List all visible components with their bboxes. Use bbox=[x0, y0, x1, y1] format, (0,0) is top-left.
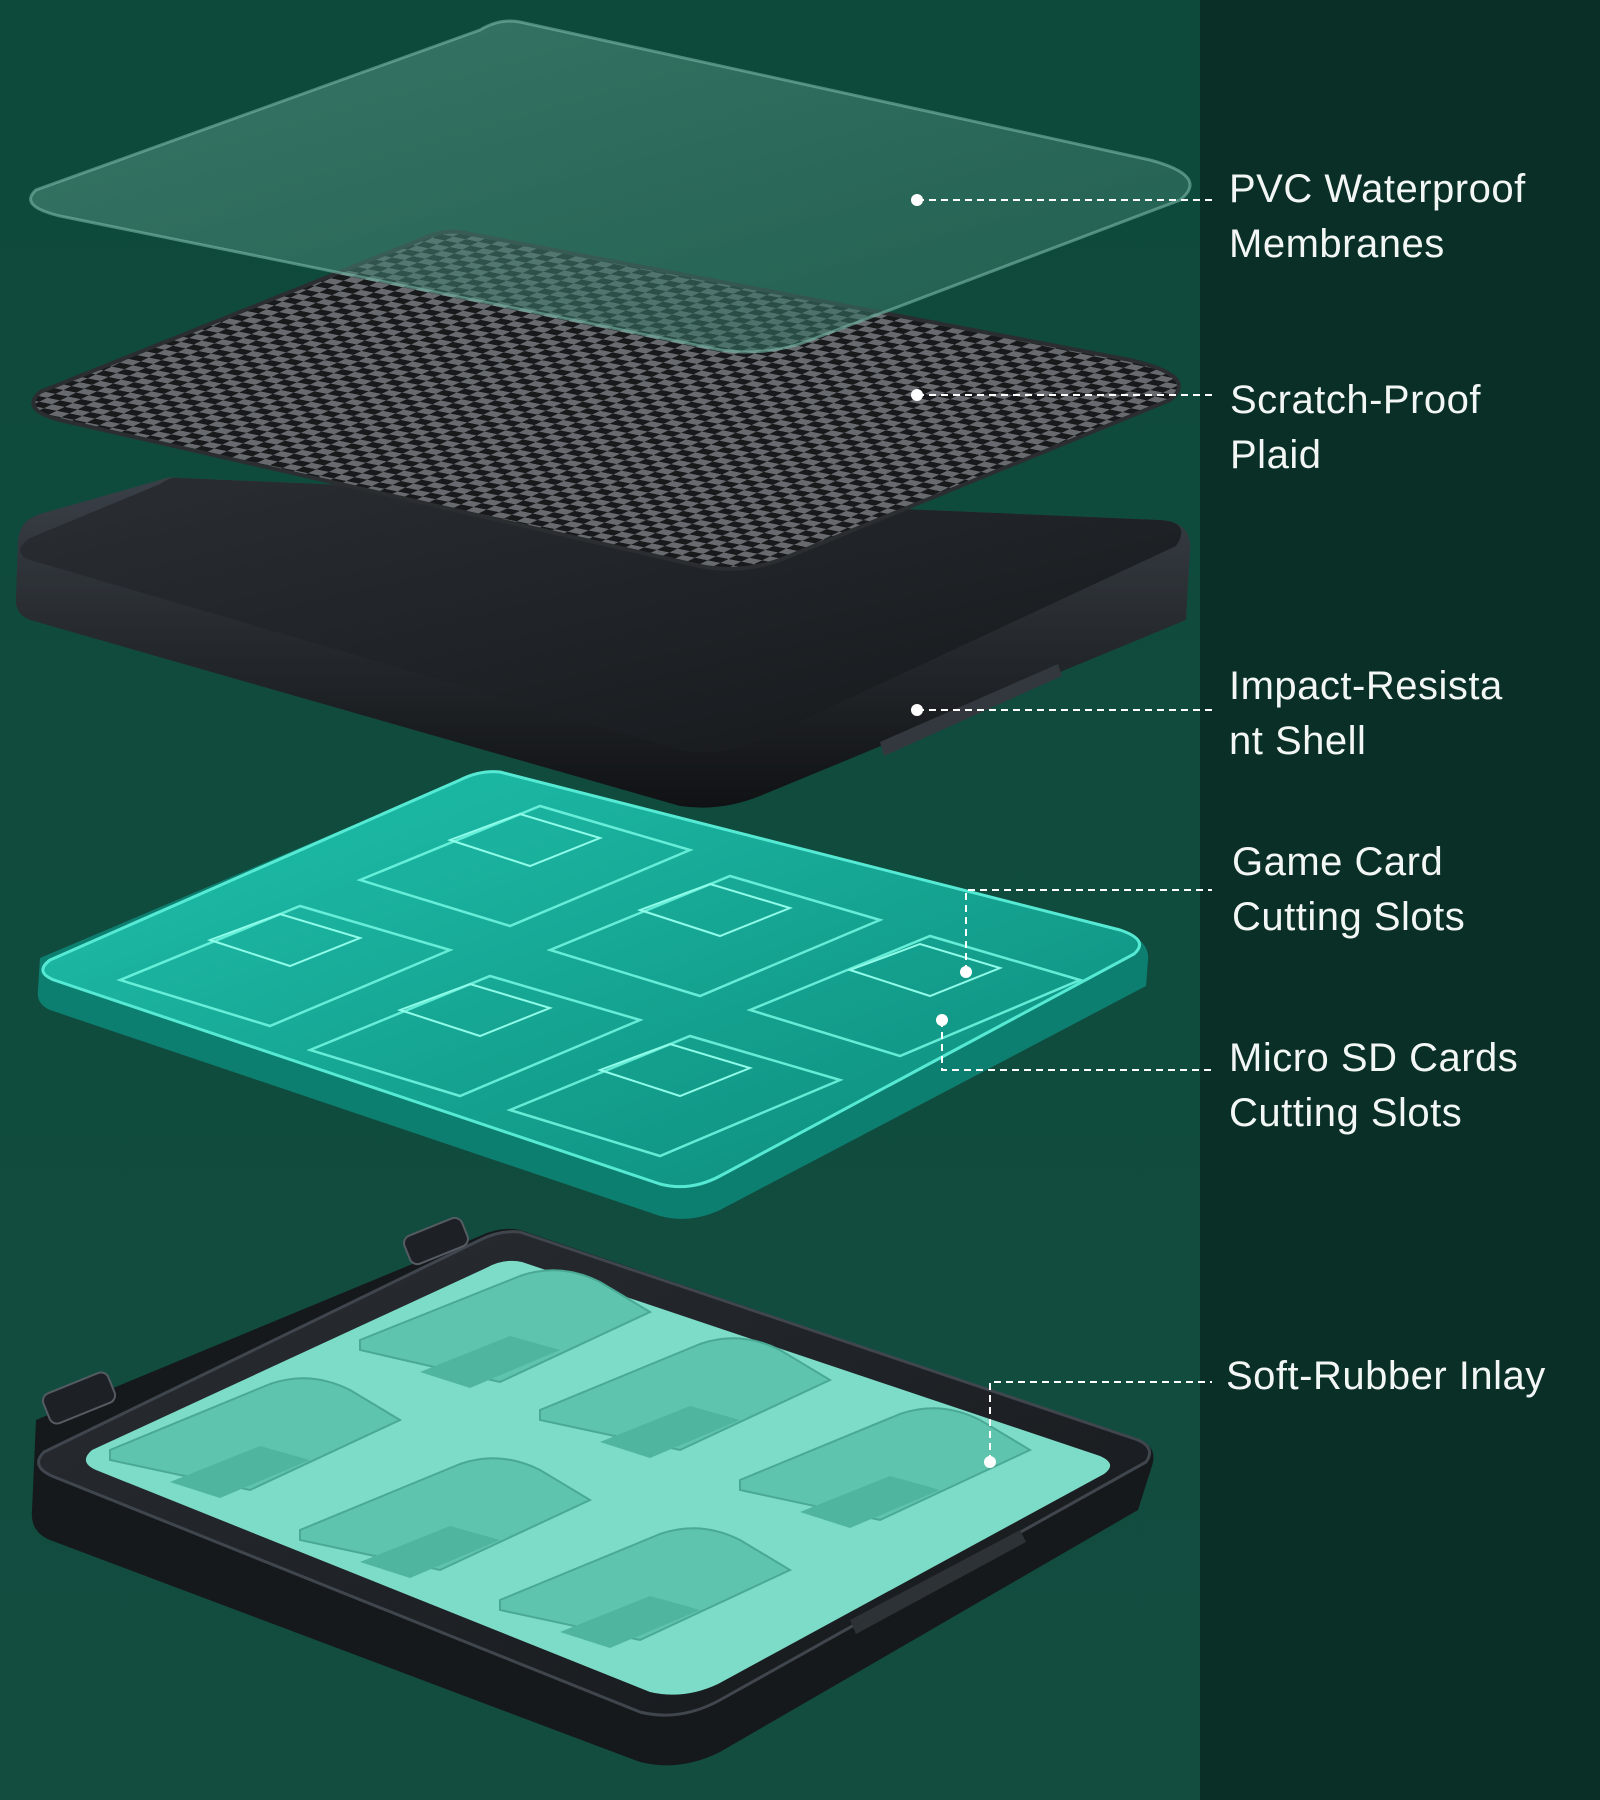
label-pvc-waterproof-membranes: PVC Waterproof Membranes bbox=[1229, 167, 1526, 266]
callout-dot-shell bbox=[911, 704, 923, 716]
label-scratch-proof-plaid: Scratch-Proof Plaid bbox=[1230, 378, 1482, 477]
background-right-panel bbox=[1200, 0, 1600, 1800]
callout-line-inlay bbox=[989, 1381, 1212, 1462]
cutting-slots-layer bbox=[37, 770, 1149, 1219]
label-impact-resistant-shell: Impact-Resista nt Shell bbox=[1229, 664, 1503, 763]
callout-dots bbox=[911, 194, 996, 1468]
callout-dot-inlay bbox=[984, 1456, 996, 1468]
callout-line-sd-slots bbox=[941, 1020, 1212, 1071]
callout-line-game-slots bbox=[965, 889, 1212, 972]
callout-dot-game-slots bbox=[960, 966, 972, 978]
callout-dot-sd-slots bbox=[936, 1014, 948, 1026]
callout-dot-plaid bbox=[911, 389, 923, 401]
callout-lines bbox=[917, 199, 1212, 1462]
label-soft-rubber-inlay: Soft-Rubber Inlay bbox=[1226, 1354, 1546, 1398]
label-micro-sd-cards-cutting-slots: Micro SD Cards Cutting Slots bbox=[1229, 1036, 1519, 1135]
callout-dot-membranes bbox=[911, 194, 923, 206]
bottom-shell-layer bbox=[31, 1216, 1154, 1766]
label-game-card-cutting-slots: Game Card Cutting Slots bbox=[1232, 840, 1466, 939]
membrane-layer bbox=[29, 19, 1192, 354]
